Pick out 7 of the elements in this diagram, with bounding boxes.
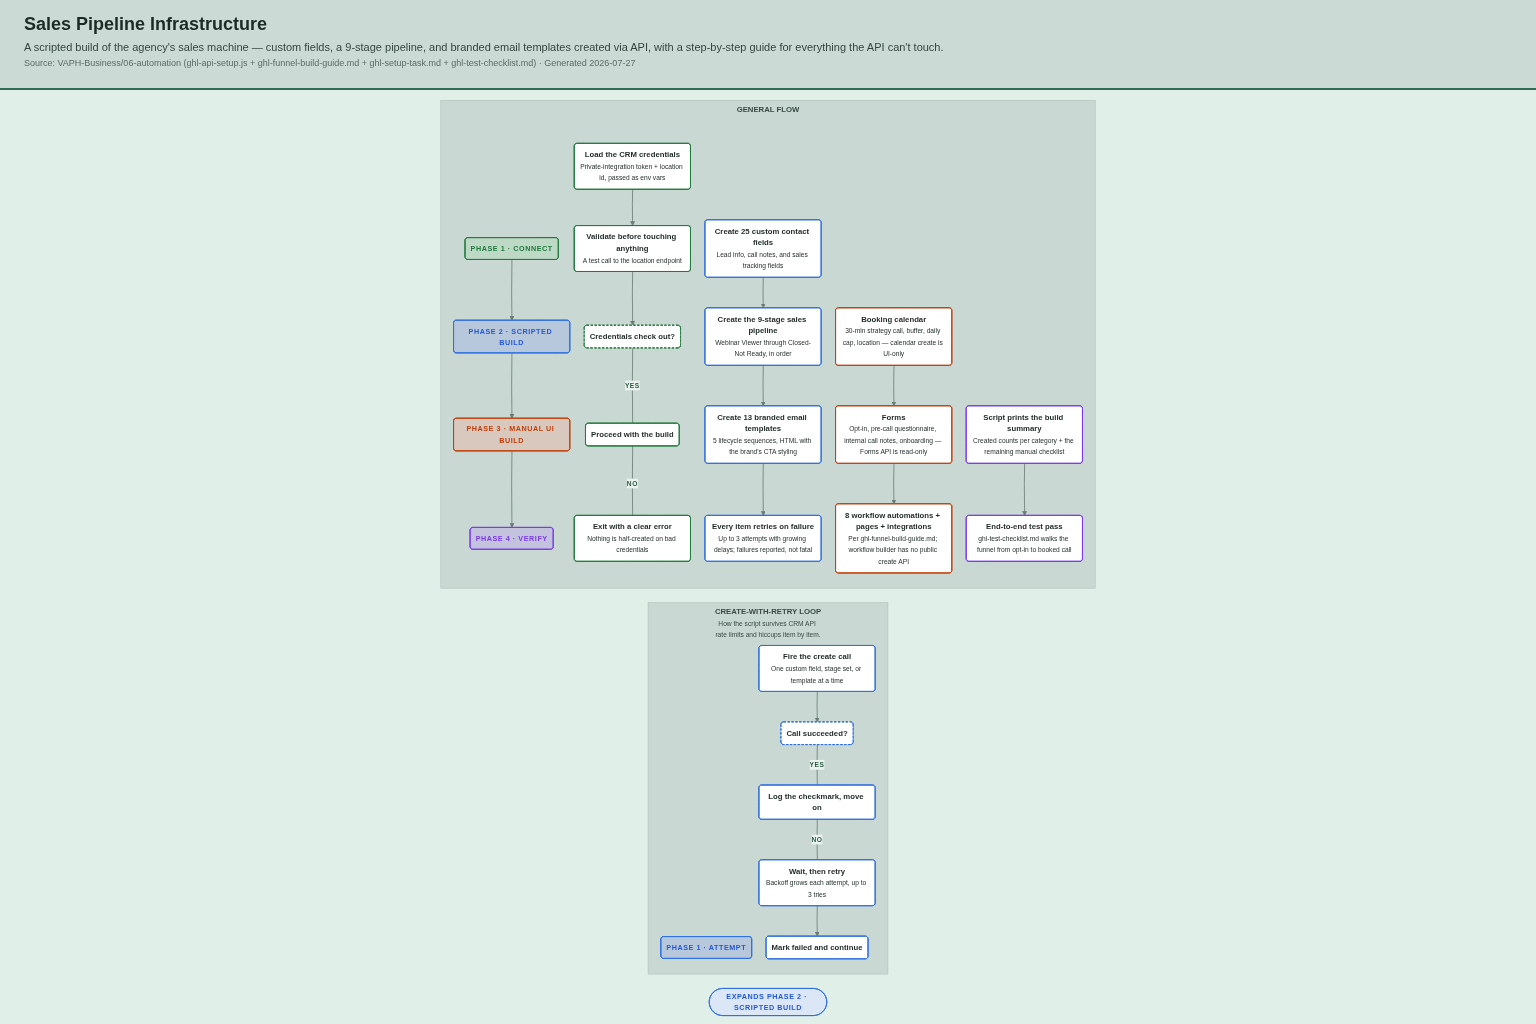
connector xyxy=(816,744,818,786)
connector xyxy=(816,819,818,861)
subtitle-text: A scripted build of the agency's sales machine — custom fields, a 9-stage pipeline, and branded email templates created via API, with a step-by-step guide for everything the API can't touch. xyxy=(24,41,944,53)
source-note: Source: VAPH-Business/06-automation (ghl-api-setup.js + ghl-funnel-build-guide.md + ghl-setup-task.md + ghl-test-checklist.md) · Generated 2026-07-27 xyxy=(24,58,636,68)
connector xyxy=(631,445,634,517)
connector xyxy=(631,347,634,424)
diagram-title: Sales Pipeline Infrastructure xyxy=(24,14,268,35)
